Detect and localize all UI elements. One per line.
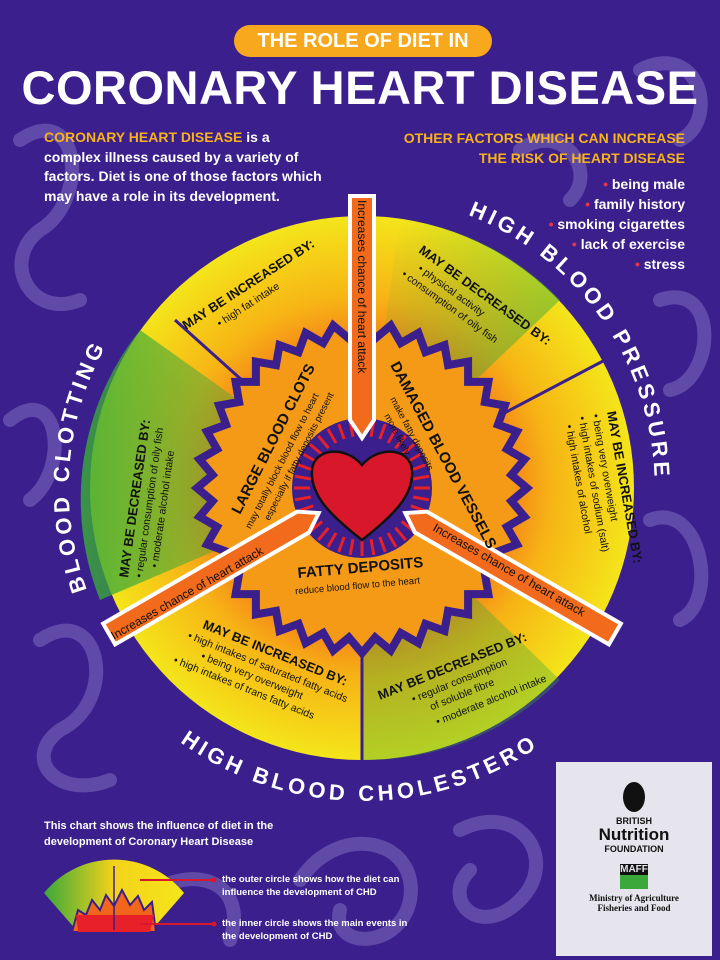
intro-text: CORONARY HEART DISEASE is a complex illn… bbox=[44, 128, 324, 206]
heart-ray bbox=[337, 423, 346, 440]
bnf-logo-icon bbox=[623, 782, 645, 812]
heart-ray bbox=[337, 536, 346, 553]
bnf-line2: Nutrition bbox=[598, 825, 670, 844]
heart-ray bbox=[348, 538, 355, 556]
heart-ray bbox=[378, 536, 387, 553]
subtitle-badge: THE ROLE OF DIET IN bbox=[234, 25, 492, 57]
logos-panel: BRITISH Nutrition FOUNDATION MAFF Minist… bbox=[556, 762, 712, 956]
other-factors-list: being male family history smoking cigare… bbox=[355, 174, 685, 274]
heart-ray bbox=[378, 423, 387, 440]
heart-ray bbox=[394, 434, 407, 450]
arrow-right bbox=[402, 509, 624, 648]
legend-title: This chart shows the influence of diet i… bbox=[44, 820, 274, 848]
maff-green-block bbox=[620, 875, 648, 889]
heart-ray bbox=[400, 443, 416, 456]
factor-item: lack of exercise bbox=[355, 234, 685, 254]
heart-ray bbox=[317, 526, 330, 542]
other-factors: OTHER FACTORS WHICH CAN INCREASE THE RIS… bbox=[355, 128, 685, 274]
heart-ray bbox=[294, 495, 312, 502]
maff-text: MAFF bbox=[620, 864, 648, 875]
factor-item: smoking cigarettes bbox=[355, 214, 685, 234]
legend-inner-text: the inner circle shows the main events i… bbox=[222, 918, 408, 942]
page-title: CORONARY HEART DISEASE bbox=[21, 61, 699, 114]
legend-outer-text: the outer circle shows how the diet can … bbox=[222, 874, 400, 898]
heart-ray bbox=[294, 474, 312, 481]
ministry-line2: Fisheries and Food bbox=[597, 903, 671, 913]
heart-ray bbox=[394, 526, 407, 542]
maff-logo: MAFF bbox=[620, 864, 648, 889]
heart-ray bbox=[410, 463, 427, 472]
other-factors-heading-1: OTHER FACTORS WHICH CAN INCREASE bbox=[403, 130, 685, 146]
heart-ray bbox=[317, 434, 330, 450]
heart-ray bbox=[369, 538, 376, 556]
arrow-top: Increases chance of heart attack bbox=[348, 194, 376, 442]
heart-icon bbox=[310, 450, 414, 542]
heart-ray bbox=[386, 428, 398, 444]
factor-item: family history bbox=[355, 194, 685, 214]
heart-ray bbox=[326, 428, 338, 444]
factor-item: stress bbox=[355, 254, 685, 274]
bnf-line3: FOUNDATION bbox=[604, 844, 664, 854]
other-factors-heading-2: THE RISK OF HEART DISEASE bbox=[478, 150, 685, 166]
arrow-left bbox=[100, 509, 322, 648]
heart-ray bbox=[308, 443, 324, 456]
heart-ray bbox=[412, 474, 430, 481]
factor-item: being male bbox=[355, 174, 685, 194]
ministry-line1: Ministry of Agriculture bbox=[589, 893, 679, 903]
intro-highlight: CORONARY HEART DISEASE bbox=[44, 129, 243, 145]
bnf-line1: BRITISH bbox=[616, 816, 652, 826]
arrow-top-text: Increases chance of heart attack bbox=[355, 200, 369, 374]
heart-ray bbox=[412, 495, 430, 502]
intro-body: is a complex illness caused by a variety… bbox=[44, 129, 322, 204]
heart-ray bbox=[386, 532, 398, 548]
heart-ray bbox=[326, 532, 338, 548]
heart-ray bbox=[297, 463, 314, 472]
legend-fan bbox=[44, 859, 217, 933]
